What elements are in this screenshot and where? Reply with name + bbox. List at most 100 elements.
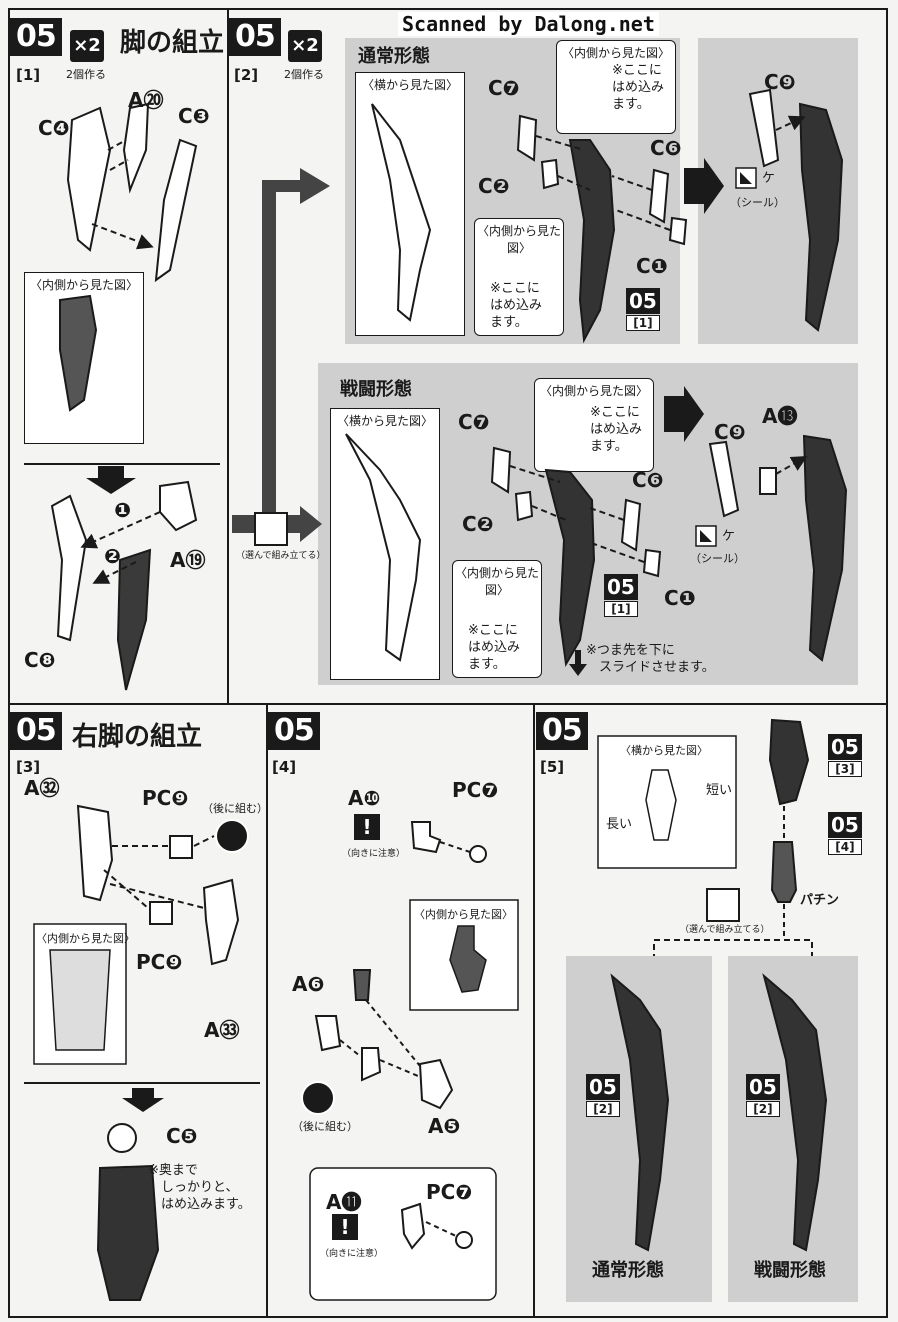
quantity-note: 2個作る <box>284 68 324 81</box>
down-arrow-step3 <box>122 1088 164 1112</box>
order-one: ❶ <box>114 498 131 522</box>
divider-step1 <box>24 463 220 465</box>
part-c6 <box>648 168 670 224</box>
leg-battle-final <box>802 434 848 662</box>
leg-normal-step5 <box>610 973 670 1252</box>
part-label-c8: C❽ <box>24 648 56 672</box>
inner-view-title: 〈内側から見た図〉 <box>539 384 648 398</box>
part-pc9b <box>149 901 173 925</box>
part-label-a32: A㉜ <box>24 776 60 800</box>
ref-step-05-3: 05 [3] <box>828 734 862 777</box>
seal-letter: ケ <box>722 529 736 544</box>
direction-note: （向きに注意） <box>342 849 406 859</box>
inner-view-callout-lower: 〈内側から見た図〉 <box>474 218 564 336</box>
step-number: 05 <box>268 712 320 750</box>
seal-note: （シール） <box>690 552 745 565</box>
part-label-c7: C❼ <box>488 76 520 100</box>
warning-icon: ! <box>354 814 380 840</box>
quantity-note: 2個作る <box>66 68 106 81</box>
part-a33 <box>202 878 240 966</box>
inner-view-callout-battle: 〈内側から見た図〉 <box>534 378 654 472</box>
side-view-normal <box>371 103 432 322</box>
frame-bottom <box>8 1316 888 1318</box>
next-arrow <box>684 158 724 214</box>
part-c1 <box>668 216 688 246</box>
part-c3 <box>154 138 198 283</box>
later-note: （後に組む） <box>292 1120 358 1133</box>
divider-vertical-top <box>227 8 229 704</box>
choose-note: （選んで組み立てる） <box>236 551 326 561</box>
part-joint <box>361 1047 382 1082</box>
side-view-battle <box>345 433 422 662</box>
watermark: Scanned by Dalong.net <box>398 12 659 36</box>
part-c2 <box>540 158 560 190</box>
part-label-c5: C❺ <box>166 1124 198 1148</box>
long-label: 長い <box>606 817 633 832</box>
part-label-pc9b: PC❾ <box>136 950 183 974</box>
part-a10 <box>410 821 442 854</box>
part-a20 <box>122 102 150 194</box>
part-a6 <box>314 1015 342 1052</box>
part-c7b <box>490 446 512 494</box>
part-a32 <box>76 804 114 902</box>
part-label-pc9: PC❾ <box>142 786 189 810</box>
snap-in-note: ※ここに はめ込み ます。 <box>612 63 665 112</box>
divider-vertical-bottom-1 <box>266 703 268 1318</box>
step-number: 05 <box>10 18 62 56</box>
toe-slide-note: ※つま先を下に スライドさせます。 <box>586 643 715 675</box>
normal-mode-label-step5: 通常形態 <box>592 1260 664 1281</box>
part-a19 <box>159 480 198 532</box>
part-a13 <box>759 467 777 495</box>
part-label-a5: A❺ <box>428 1114 461 1138</box>
direction-note: （向きに注意） <box>320 1249 384 1259</box>
part-label-c4: C❹ <box>38 116 70 140</box>
inner-part <box>59 294 98 412</box>
side-view-title: 〈横から見た図〉 <box>336 414 433 428</box>
part-c9 <box>748 88 780 168</box>
part-label-a20: A⑳ <box>128 88 164 112</box>
inner-view-title: 〈内側から見た図〉 <box>561 46 670 60</box>
step-number: 05 <box>536 712 588 750</box>
part-label-c9b: C❾ <box>714 420 746 444</box>
step-sub: [3] <box>16 758 41 776</box>
inner-view-callout-battle-lower: 〈内側から見た図〉 <box>452 560 542 678</box>
snap-in-note: ※ここに はめ込み ます。 <box>490 281 543 330</box>
step-sub: [4] <box>272 758 297 776</box>
part-label-a10: A❿ <box>348 786 381 810</box>
choose-icon <box>254 512 288 546</box>
ref-step-05-4: 05 [4] <box>828 812 862 855</box>
warning-icon: ! <box>332 1214 358 1240</box>
part-label-c2b: C❷ <box>462 512 494 536</box>
side-view-title: 〈横から見た図〉 <box>361 78 458 92</box>
part-a6-ball <box>352 969 372 1001</box>
part-label-c3: C❸ <box>178 104 210 128</box>
part-label-a33: A㉝ <box>204 1018 240 1042</box>
snap-in-note: ※ここに はめ込み ます。 <box>468 623 521 672</box>
quantity-badge: ×2 <box>70 30 104 62</box>
step-sub: [1] <box>16 66 41 84</box>
frame-top <box>8 8 888 10</box>
inner-view-title-step4: 〈内側から見た図〉 <box>414 908 513 921</box>
step-title: 右脚の組立 <box>72 722 203 752</box>
choose-icon <box>706 888 740 922</box>
next-arrow-battle <box>664 386 704 442</box>
step-sub: [2] <box>234 66 259 84</box>
inner-view-title: 〈内側から見た図〉 <box>29 278 138 292</box>
part-a11 <box>400 1202 426 1250</box>
part-label-a19: A⑲ <box>170 548 206 572</box>
part-label-a11: A⓫ <box>326 1190 362 1214</box>
part-label-a6: A❻ <box>292 972 325 996</box>
leg-battle-step5 <box>762 973 828 1252</box>
short-label: 短い <box>706 783 733 798</box>
step-title: 脚の組立 <box>120 28 225 58</box>
part-label-c2: C❷ <box>478 174 510 198</box>
leg-battle <box>544 468 596 668</box>
part-c6b <box>620 498 642 552</box>
ref-step-05-2-normal: 05 [2] <box>586 1074 620 1117</box>
joint-step5 <box>770 841 798 903</box>
snap-in-note: ※ここに はめ込み ます。 <box>590 405 643 454</box>
battle-mode-label-step5: 戦闘形態 <box>754 1260 826 1281</box>
part-label-c1: C❶ <box>636 254 668 278</box>
divider-vertical-bottom-2 <box>533 703 535 1318</box>
